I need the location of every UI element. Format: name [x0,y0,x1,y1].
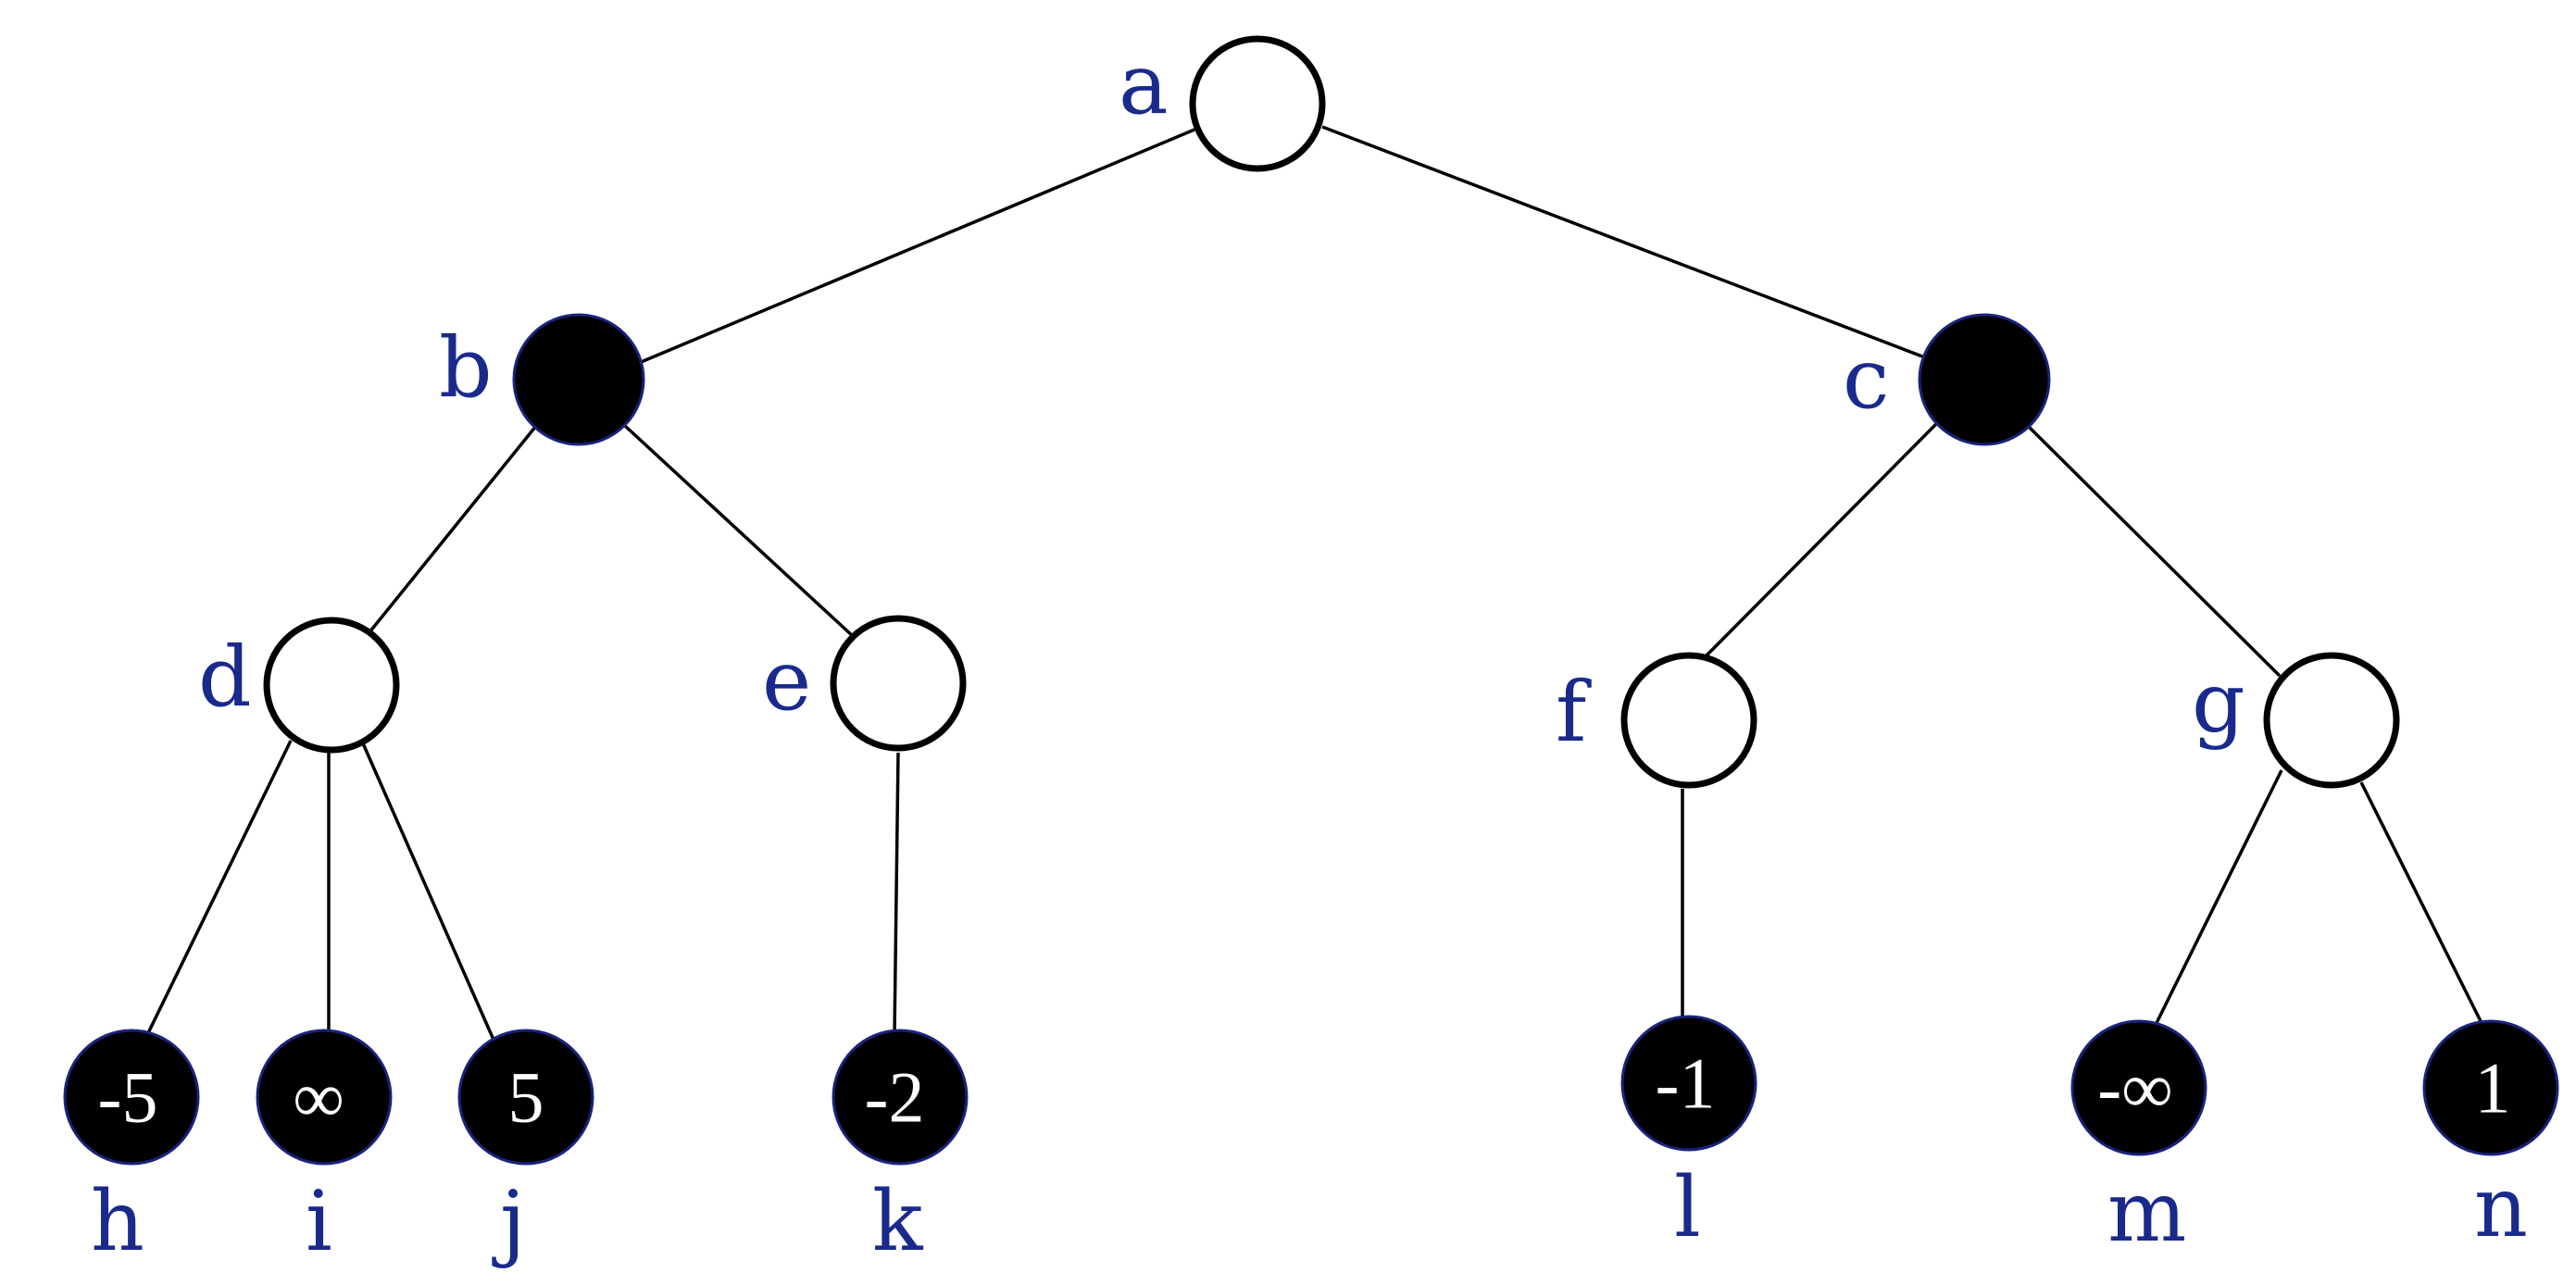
leaf-k-value: -2 [865,1057,925,1138]
node-f: f [1556,652,1757,789]
leaf-h: -5 h [63,1029,200,1270]
node-g: g [2192,652,2400,789]
edge-d-j [361,742,495,1041]
leaf-m-value: -∞ [2097,1048,2173,1129]
node-a-circle [1189,35,1326,172]
node-a-label: a [1119,36,1169,133]
node-b-circle [512,313,645,446]
node-d-circle [263,617,400,754]
node-b: b [439,313,645,446]
edge-e-k [893,752,900,1036]
leaf-l-value: -1 [1656,1043,1716,1124]
leaf-n-circle [2422,1019,2559,1156]
edge-b-d [368,424,538,634]
leaf-n-label: n [2474,1159,2528,1256]
leaf-l-label: l [1674,1159,1701,1256]
leaf-j: 5 j [457,1029,594,1270]
node-e: e [762,615,967,752]
leaf-h-label: h [91,1173,144,1270]
node-d: d [198,617,400,754]
edge-c-f [1705,422,1938,657]
leaf-m: -∞ m [2070,1019,2207,1261]
leaf-i-circle [256,1029,393,1166]
leaf-i: ∞ i [256,1029,393,1270]
node-f-circle [1620,652,1757,789]
leaf-j-value: 5 [508,1057,544,1138]
leaf-j-label: j [492,1173,526,1270]
node-c: c [1843,313,2051,446]
edge-b-e [623,424,856,639]
nodes-layer: a b c d e f g [63,35,2559,1270]
leaf-j-circle [457,1029,594,1166]
node-c-label: c [1843,331,1889,428]
edge-d-h [144,740,293,1040]
node-a: a [1119,35,1326,172]
node-c-circle [1918,313,2051,446]
edge-g-m [2153,769,2283,1028]
leaf-l-circle [1620,1015,1757,1152]
edge-a-b [638,128,1195,365]
edge-c-g [2027,425,2282,678]
leaf-i-value: ∞ [293,1057,344,1138]
leaf-l: -1 l [1620,1015,1757,1256]
leaf-k-circle [832,1029,969,1166]
node-g-label: g [2192,655,2245,752]
node-e-circle [830,615,967,752]
leaf-k: -2 k [832,1029,969,1270]
edges-layer [144,125,2485,1041]
leaf-n: 1 n [2422,1019,2559,1256]
leaf-m-label: m [2107,1164,2186,1261]
edge-g-n [2359,781,2485,1028]
node-b-label: b [439,319,493,417]
leaf-k-label: k [872,1173,924,1270]
edge-a-c [1321,125,1923,358]
leaf-h-value: -5 [98,1057,158,1138]
leaf-i-label: i [306,1173,332,1270]
leaf-n-value: 1 [2475,1048,2511,1129]
node-e-label: e [762,632,811,730]
leaf-m-circle [2070,1019,2207,1156]
leaf-h-circle [63,1029,200,1166]
node-g-circle [2263,652,2400,789]
node-f-label: f [1556,664,1592,761]
node-d-label: d [198,629,252,726]
